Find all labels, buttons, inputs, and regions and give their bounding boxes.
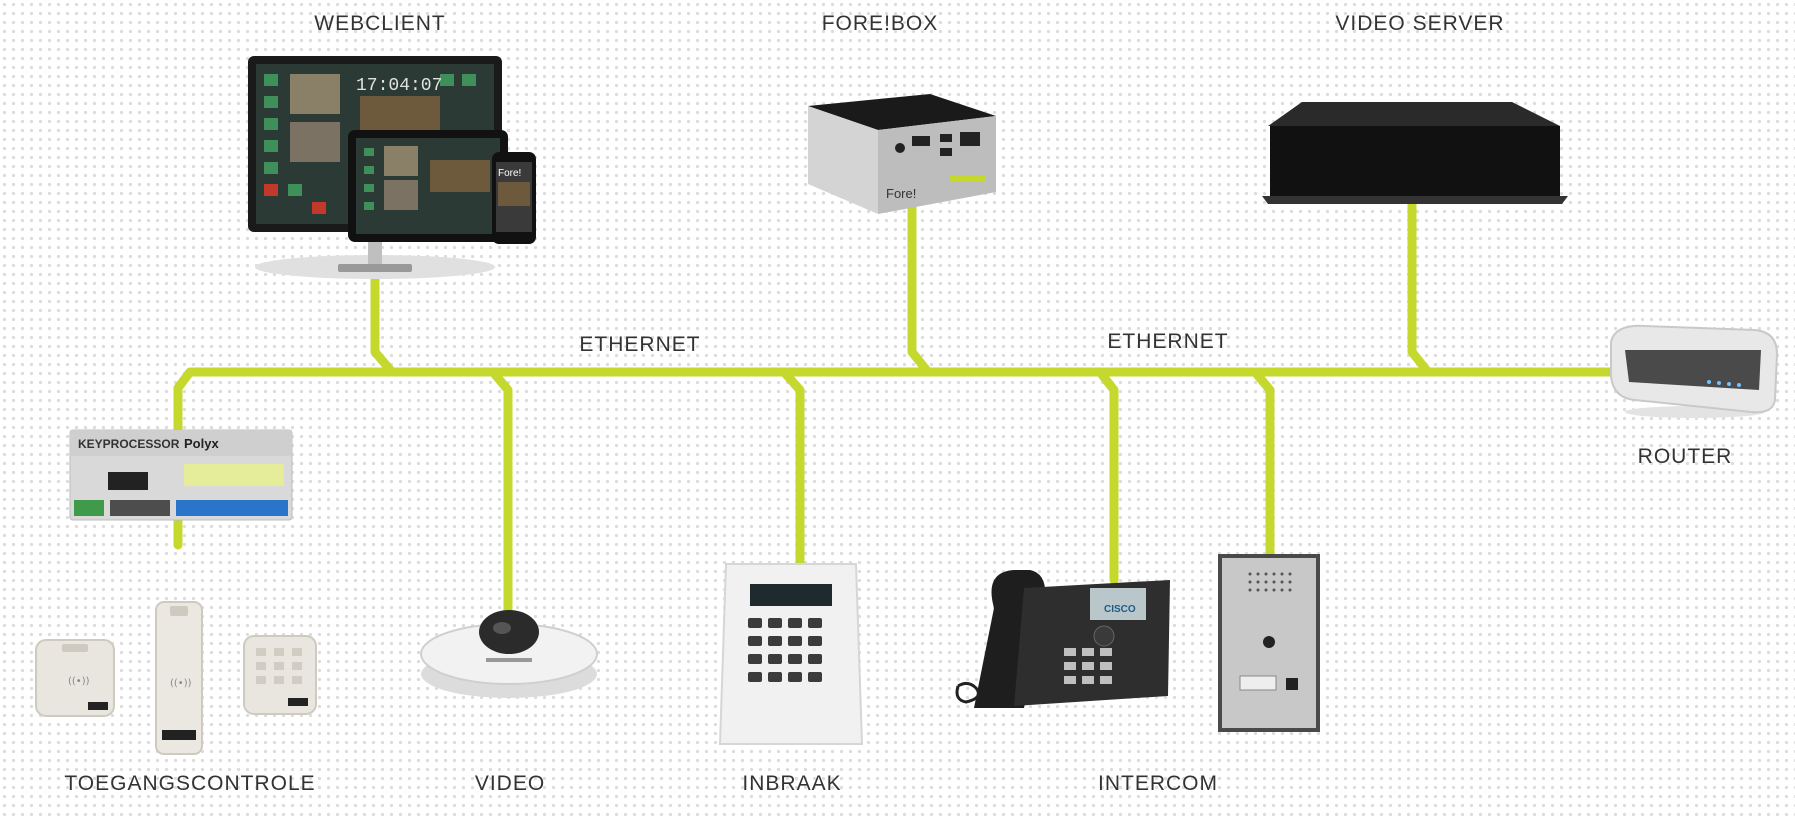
router-label: ROUTER <box>1637 445 1733 468</box>
ethernet-label-right: ETHERNET <box>1107 330 1229 353</box>
intrusion-panel-device <box>718 563 864 745</box>
webclient-devices: 17:04:07 Fore! <box>248 56 536 279</box>
ethernet-label-left: ETHERNET <box>579 333 701 356</box>
access-control-label: TOEGANGSCONTROLE <box>64 772 316 795</box>
controller-device: KEYPROCESSOR Polyx <box>69 429 293 521</box>
card-reader-device: ((•)) <box>35 639 115 717</box>
keypad-reader-device <box>243 635 317 715</box>
controller-model: Polyx <box>184 436 219 451</box>
forebox-link <box>907 200 933 377</box>
phone-brand-text: Fore! <box>498 168 521 179</box>
intrusion-label: INBRAAK <box>742 772 842 795</box>
controller-brand: KEYPROCESSOR <box>78 437 180 451</box>
forebox-device: Fore! <box>808 94 996 214</box>
dome-camera-device <box>420 610 598 698</box>
video-link <box>488 367 513 625</box>
svg-text:((•)): ((•)) <box>170 678 192 689</box>
ethernet-bus <box>173 367 1615 550</box>
intercom-link <box>1095 367 1119 585</box>
long-reader-device: ((•)) <box>155 601 203 755</box>
router-device <box>1610 324 1779 418</box>
intercom-door-station-device <box>1218 554 1320 732</box>
webclient-label: WEBCLIENT <box>314 12 446 35</box>
doorstation-link <box>1250 367 1275 560</box>
video-label: VIDEO <box>474 772 546 795</box>
forebox-label: FORE!BOX <box>821 12 939 35</box>
phone-cisco-brand: CISCO <box>1104 604 1136 615</box>
svg-text:((•)): ((•)) <box>68 676 90 687</box>
ip-phone-device: CISCO <box>955 570 1170 708</box>
intrusion-link <box>779 367 805 585</box>
forebox-brand: Fore! <box>886 186 916 201</box>
video-server-label: VIDEO SERVER <box>1335 12 1505 35</box>
webclient-link <box>370 265 397 377</box>
video-server-device <box>1262 102 1568 204</box>
intercom-label: INTERCOM <box>1098 772 1218 795</box>
webclient-clock: 17:04:07 <box>356 76 442 96</box>
video-server-link <box>1407 195 1433 377</box>
